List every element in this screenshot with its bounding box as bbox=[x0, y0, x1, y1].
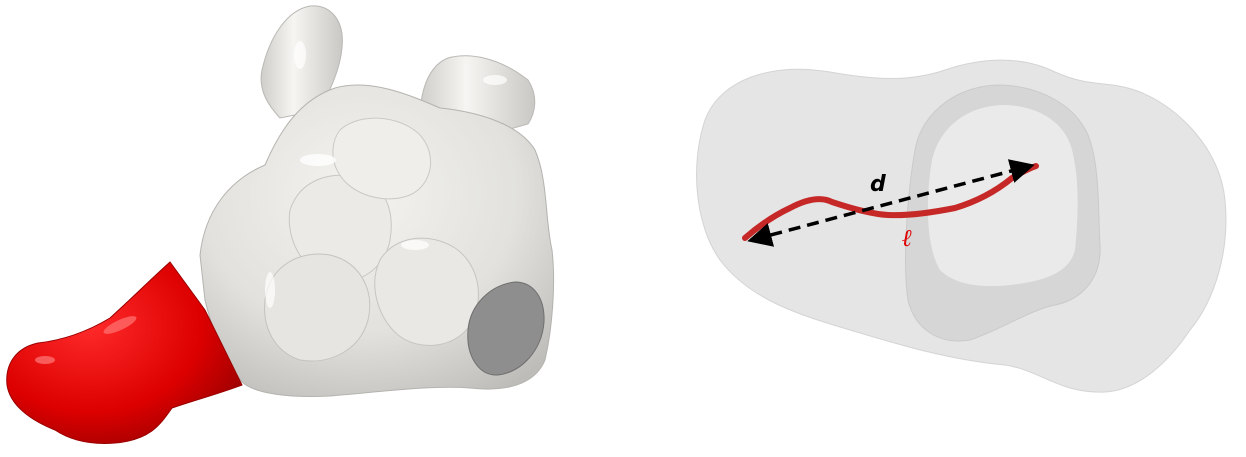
fold-2 bbox=[265, 254, 370, 361]
atrium-model-svg bbox=[0, 0, 600, 457]
highlight-2 bbox=[294, 41, 306, 69]
highlight-1 bbox=[300, 154, 336, 166]
highlight-5 bbox=[401, 240, 429, 250]
distance-label: d bbox=[870, 172, 886, 197]
appendage-geometry-svg: d ℓ bbox=[660, 0, 1246, 457]
left-panel-3d-model bbox=[0, 0, 600, 457]
appendage-shell-inner-face bbox=[928, 105, 1078, 286]
length-label: ℓ bbox=[902, 223, 912, 252]
appendage-highlight-2 bbox=[35, 356, 55, 364]
highlight-3 bbox=[483, 75, 507, 85]
right-panel-appendage-geometry: d ℓ bbox=[660, 0, 1246, 457]
highlight-4 bbox=[265, 272, 275, 308]
